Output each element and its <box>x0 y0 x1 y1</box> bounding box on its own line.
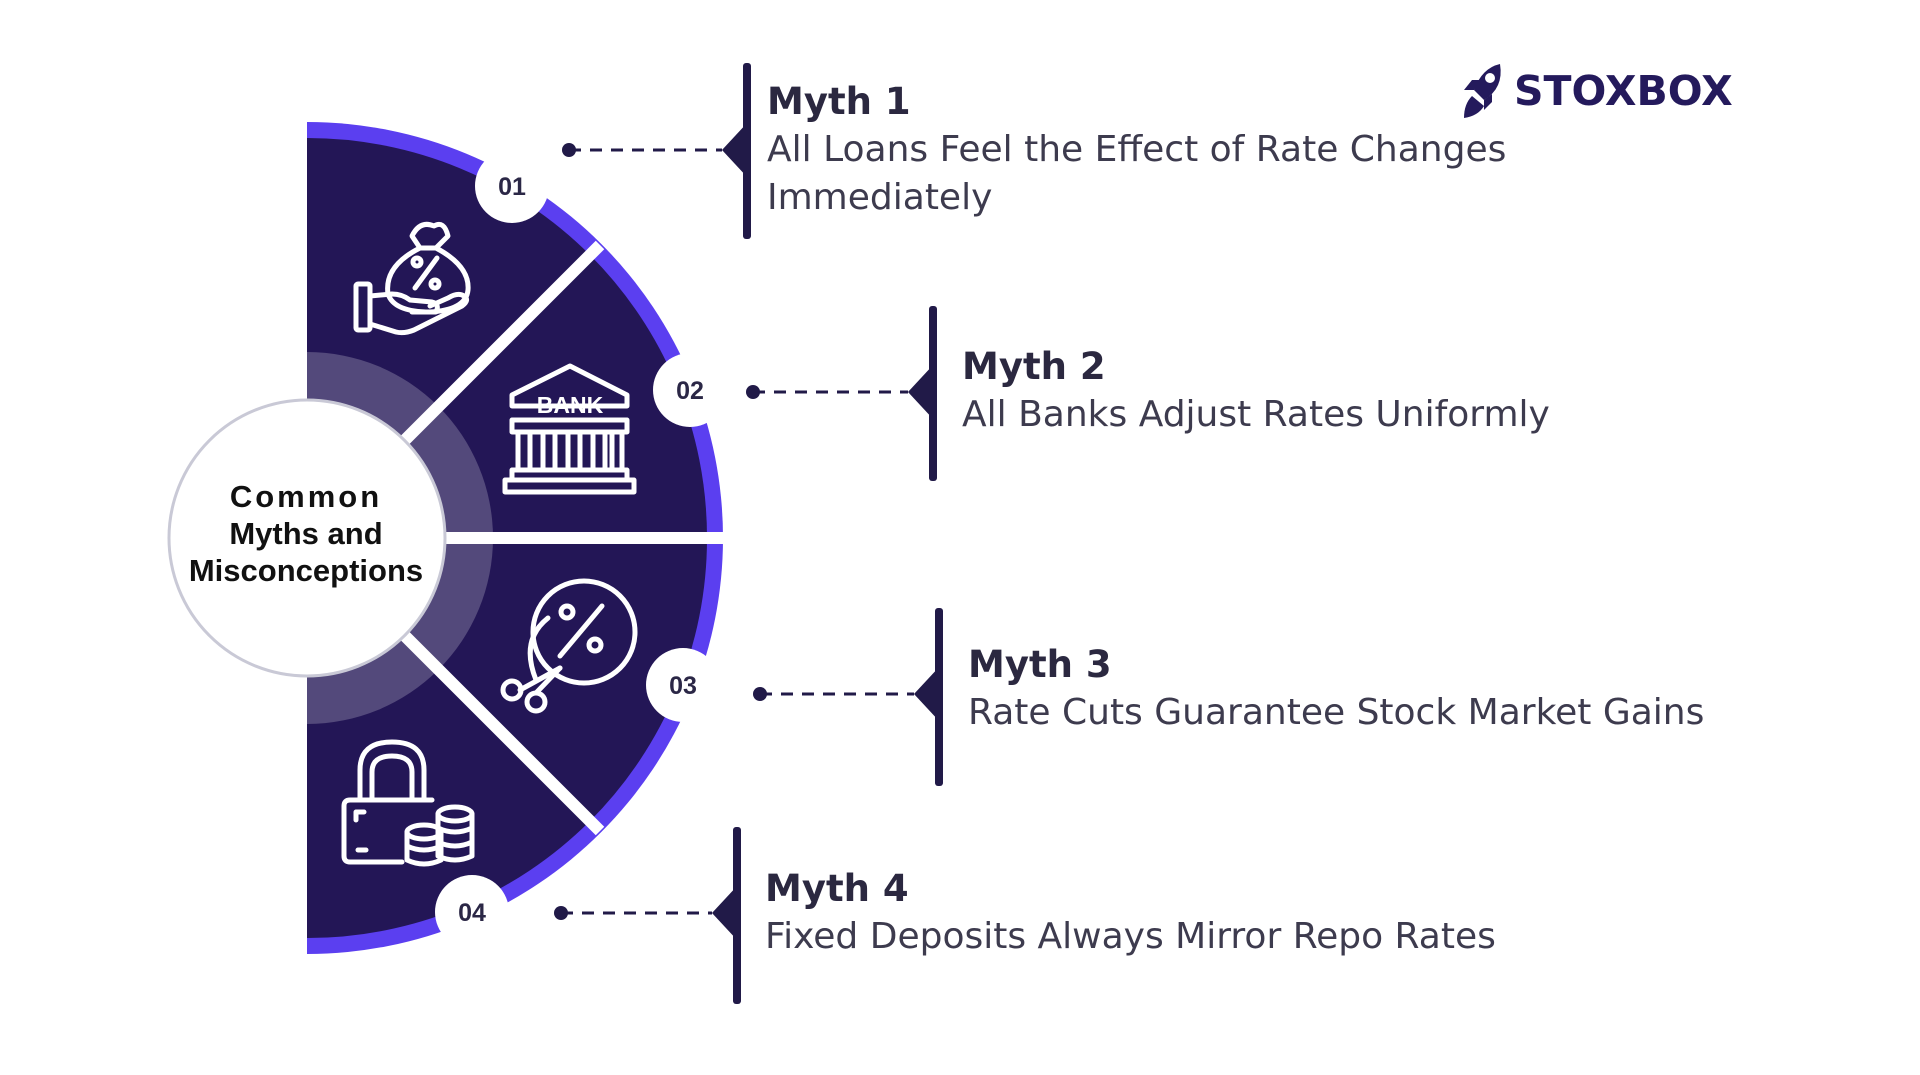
number-badge-02: 02 <box>653 353 727 427</box>
myth-1-title: Myth 1 <box>767 80 911 123</box>
number-badge-04: 04 <box>435 875 509 949</box>
bank-icon-label: BANK <box>537 392 604 418</box>
connector-myth-2 <box>746 306 937 481</box>
number-badge-01: 01 <box>475 149 549 223</box>
center-title-line-3: Misconceptions <box>188 553 424 588</box>
connector-myth-1 <box>562 63 751 239</box>
scissors-cut-percent-icon <box>500 578 638 714</box>
connector-myth-3 <box>753 608 943 786</box>
stoxbox-logo: STOXBOX <box>1460 60 1733 122</box>
badge-number: 01 <box>498 173 526 201</box>
myth-2-block: Myth 2 All Banks Adjust Rates Uniformly <box>962 343 1550 439</box>
myth-3-title: Myth 3 <box>968 643 1112 686</box>
badge-number: 04 <box>458 899 486 927</box>
myth-4-description: Fixed Deposits Always Mirror Repo Rates <box>765 916 1496 957</box>
center-title: Common Myths and Misconceptions <box>170 478 442 589</box>
center-circle <box>167 398 447 678</box>
myth-3-block: Myth 3 Rate Cuts Guarantee Stock Market … <box>968 641 1704 737</box>
myth-2-description: All Banks Adjust Rates Uniformly <box>962 394 1550 435</box>
badge-number: 02 <box>676 377 704 405</box>
bank-building-icon <box>502 363 637 495</box>
money-bag-percent-hand-icon <box>353 221 471 336</box>
myth-3-description: Rate Cuts Guarantee Stock Market Gains <box>968 692 1705 733</box>
lock-coins-icon <box>341 739 475 867</box>
connector-myth-4 <box>554 827 741 1004</box>
rocket-icon <box>1464 64 1501 118</box>
myth-1-description-line-2: Immediately <box>767 177 993 218</box>
number-badge-03: 03 <box>646 648 720 722</box>
myth-1-description-line-1: All Loans Feel the Effect of Rate Change… <box>767 129 1507 170</box>
logo-text: STOXBOX <box>1514 67 1733 115</box>
badge-number: 03 <box>669 672 697 700</box>
myth-4-title: Myth 4 <box>765 867 909 910</box>
myth-1-block: Myth 1 All Loans Feel the Effect of Rate… <box>767 78 1506 222</box>
myth-2-title: Myth 2 <box>962 345 1106 388</box>
myth-4-block: Myth 4 Fixed Deposits Always Mirror Repo… <box>765 865 1496 961</box>
center-title-line-2: Myths and <box>229 516 383 551</box>
center-title-line-1: Common <box>229 479 383 514</box>
